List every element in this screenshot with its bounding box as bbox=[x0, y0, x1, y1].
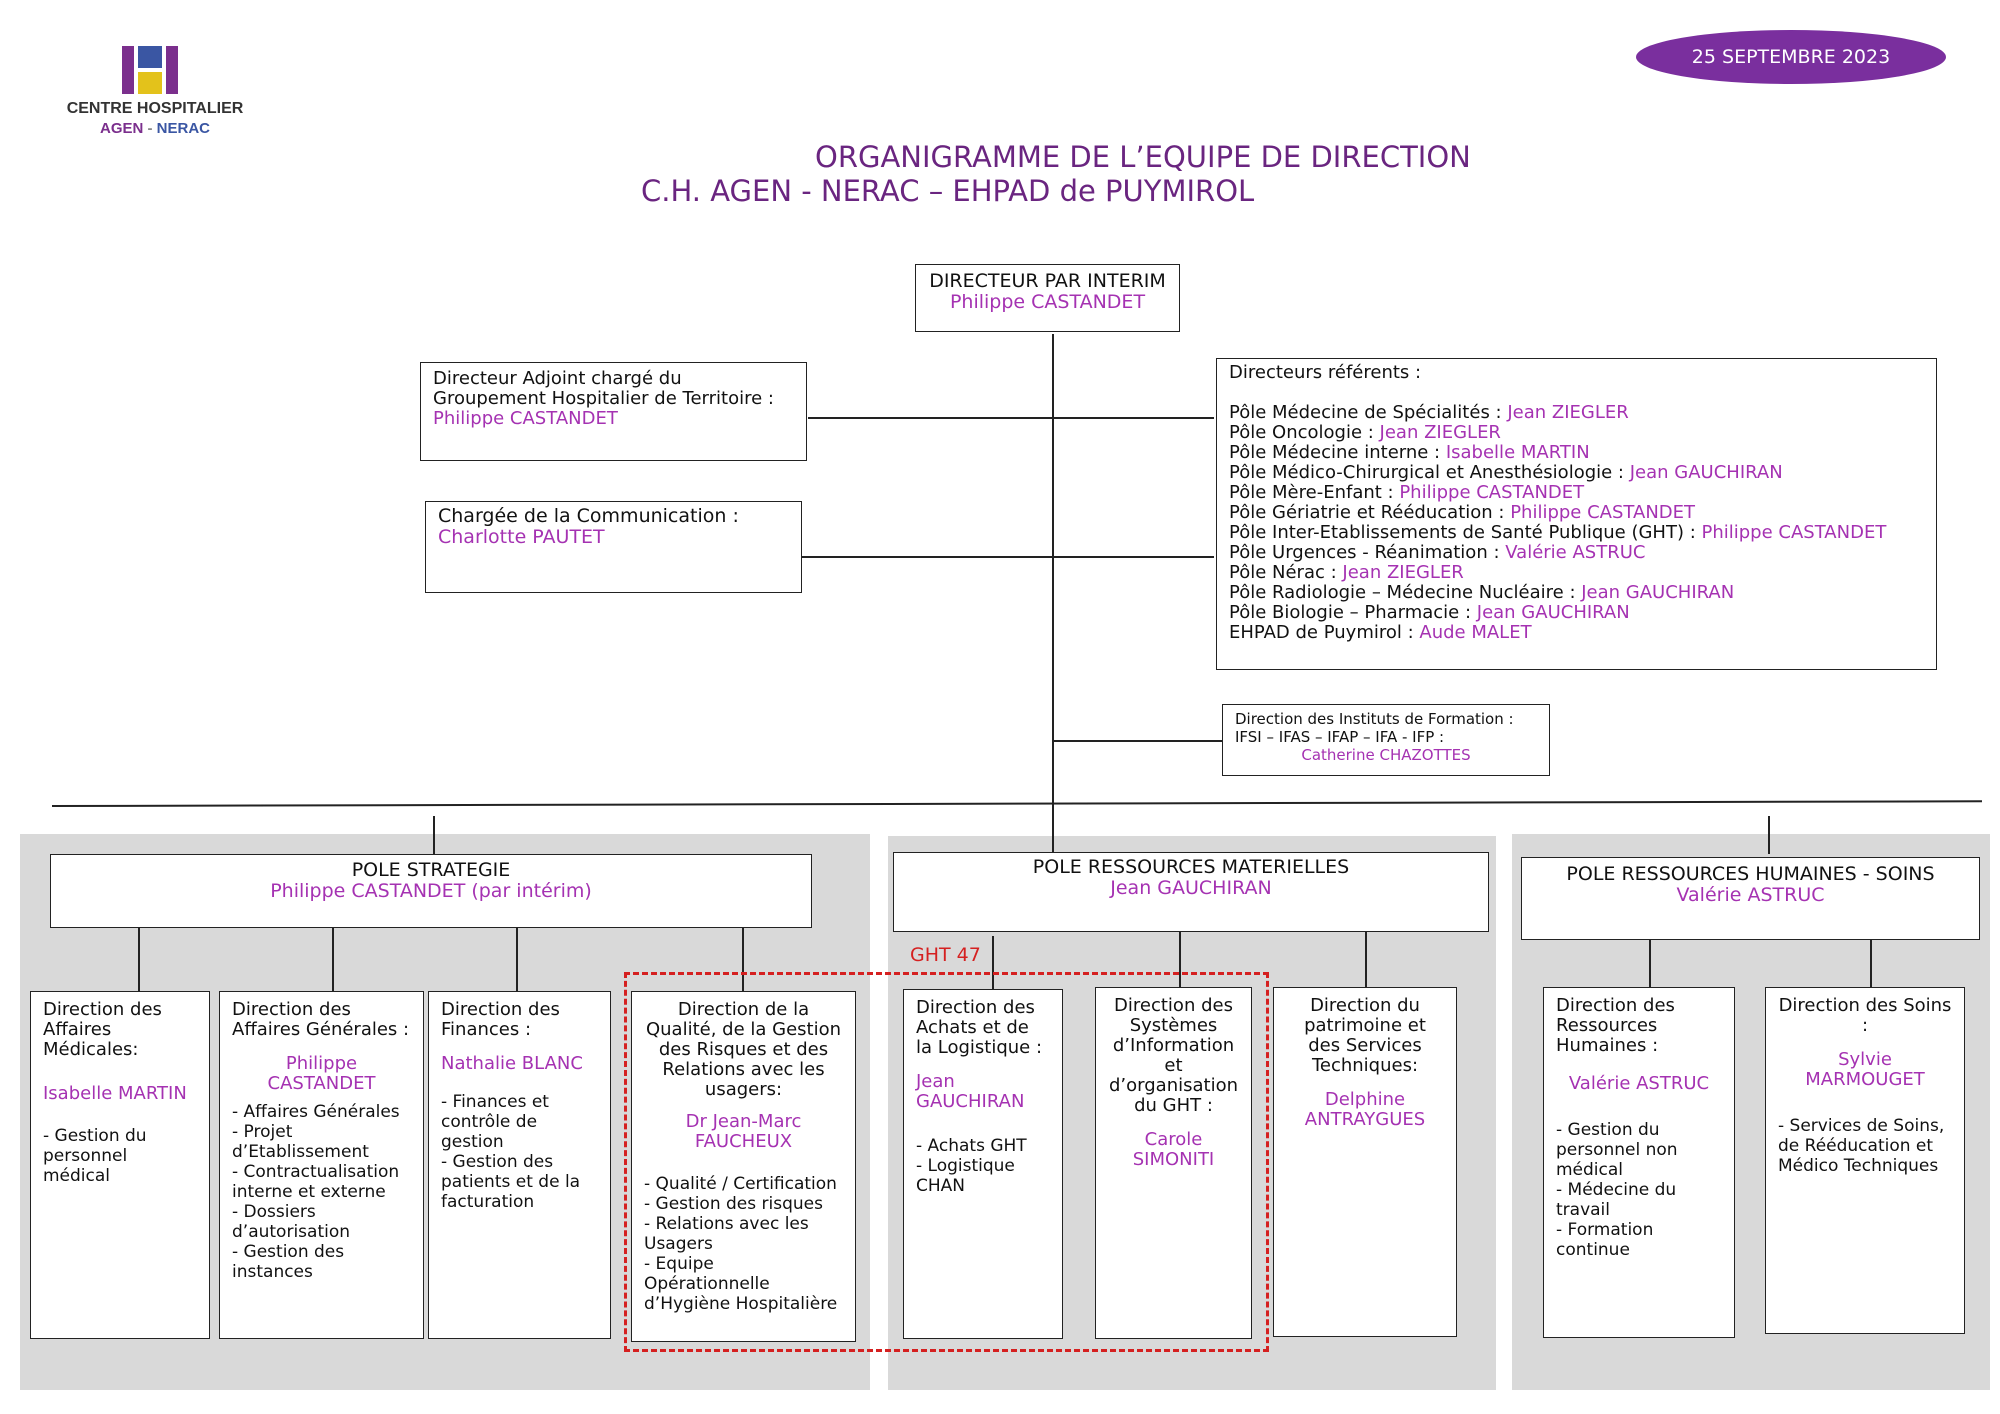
link-qualite bbox=[742, 927, 744, 993]
direction-head: Delphine ANTRAYGUES bbox=[1304, 1089, 1426, 1130]
referent-item: Pôle Gériatrie et Rééducation : Philippe… bbox=[1229, 502, 1696, 523]
referent-item: Pôle Nérac : Jean ZIEGLER bbox=[1229, 562, 1464, 583]
direction-soins: Direction des Soins : Sylvie MARMOUGET -… bbox=[1765, 987, 1965, 1334]
trunk-line bbox=[1052, 334, 1054, 852]
direction-missions: - Affaires Générales - Projet d’Etabliss… bbox=[232, 1102, 400, 1282]
direction-head: Philippe CASTANDET bbox=[267, 1053, 376, 1094]
direction-head: Sylvie MARMOUGET bbox=[1805, 1049, 1925, 1090]
pole-rh-name: Valérie ASTRUC bbox=[1676, 884, 1825, 906]
direction-missions: - Gestion du personnel non médical - Méd… bbox=[1556, 1120, 1678, 1260]
direction-affaires-generales: Direction des Affaires Générales : Phili… bbox=[219, 991, 424, 1339]
direction-achats: Direction des Achats et de la Logistique… bbox=[903, 989, 1063, 1339]
direction-head: Dr Jean-Marc FAUCHEUX bbox=[685, 1111, 802, 1152]
referents-heading: Directeurs référents : bbox=[1229, 362, 1422, 383]
pole-rh-title: POLE RESSOURCES HUMAINES - SOINS bbox=[1566, 863, 1935, 885]
direction-head: Nathalie BLANC bbox=[441, 1053, 583, 1074]
instituts-schools: IFSI – IFAS – IFAP – IFA - IFP : bbox=[1235, 728, 1445, 746]
ght47-highlight bbox=[624, 972, 1269, 1352]
link-affaires-generales bbox=[332, 927, 334, 993]
pole-strategie-box: POLE STRATEGIE Philippe CASTANDET (par i… bbox=[50, 854, 812, 928]
pole-materielles-name: Jean GAUCHIRAN bbox=[1110, 877, 1272, 899]
logo-subtext: AGEN - NERAC bbox=[99, 120, 211, 137]
direction-head: Jean GAUCHIRAN bbox=[916, 1071, 1025, 1112]
referent-item: Pôle Mère-Enfant : Philippe CASTANDET bbox=[1229, 482, 1585, 503]
referent-item: Pôle Urgences - Réanimation : Valérie AS… bbox=[1229, 542, 1646, 563]
direction-rh: Direction des Ressources Humaines : Valé… bbox=[1543, 987, 1735, 1338]
director-box: DIRECTEUR PAR INTERIM Philippe CASTANDET bbox=[915, 264, 1180, 332]
direction-head: Carole SIMONITI bbox=[1132, 1129, 1215, 1170]
branch-adjoint bbox=[808, 417, 1214, 419]
logo-mark bbox=[122, 46, 178, 94]
link-affaires-medicales bbox=[138, 927, 140, 993]
referent-item: Pôle Biologie – Pharmacie : Jean GAUCHIR… bbox=[1229, 602, 1630, 623]
pole-materielles-title: POLE RESSOURCES MATERIELLES bbox=[1032, 856, 1350, 878]
direction-title: Direction des Soins : bbox=[1778, 995, 1952, 1036]
communication-name: Charlotte PAUTET bbox=[438, 526, 605, 548]
direction-systemes: Direction des Systèmes d’Information et … bbox=[1095, 987, 1252, 1339]
hospital-logo: CENTRE HOSPITALIER AGEN - NERAC bbox=[60, 46, 250, 142]
communication-label: Chargée de la Communication : bbox=[438, 505, 739, 527]
drop-strategie bbox=[433, 816, 435, 854]
direction-missions: - Gestion du personnel médical bbox=[43, 1126, 147, 1186]
referent-item: Pôle Médecine interne : Isabelle MARTIN bbox=[1229, 442, 1590, 463]
direction-missions: - Qualité / Certification - Gestion des … bbox=[644, 1174, 838, 1314]
direction-missions: - Achats GHT - Logistique CHAN bbox=[916, 1136, 1027, 1196]
referent-item: EHPAD de Puymirol : Aude MALET bbox=[1229, 622, 1532, 643]
link-soins bbox=[1870, 940, 1872, 990]
pole-connector-line bbox=[51, 800, 1982, 807]
ght47-label: GHT 47 bbox=[910, 944, 981, 966]
referents-list: Pôle Médecine de Spécialités : Jean ZIEG… bbox=[1229, 403, 1924, 643]
direction-title: Direction des Finances : bbox=[441, 999, 560, 1040]
instituts-box: Direction des Instituts de Formation : I… bbox=[1222, 704, 1550, 776]
direction-title: Direction des Systèmes d’Information et … bbox=[1109, 995, 1238, 1116]
instituts-name: Catherine CHAZOTTES bbox=[1301, 746, 1471, 764]
link-systemes bbox=[1179, 932, 1181, 990]
direction-patrimoine: Direction du patrimoine et des Services … bbox=[1273, 987, 1457, 1337]
direction-qualite: Direction de la Qualité, de la Gestion d… bbox=[631, 991, 856, 1342]
communication-box: Chargée de la Communication : Charlotte … bbox=[425, 501, 802, 593]
pole-strategie-name: Philippe CASTANDET (par intérim) bbox=[270, 880, 592, 902]
referent-item: Pôle Inter-Etablissements de Santé Publi… bbox=[1229, 522, 1887, 543]
direction-head: Isabelle MARTIN bbox=[43, 1083, 187, 1104]
adjoint-label: Directeur Adjoint chargé du Groupement H… bbox=[433, 368, 774, 409]
page-title: ORGANIGRAMME DE L’EQUIPE DE DIRECTION bbox=[815, 140, 1471, 174]
pole-strategie-title: POLE STRATEGIE bbox=[351, 859, 511, 881]
logo-text: CENTRE HOSPITALIER bbox=[66, 100, 244, 117]
instituts-label: Direction des Instituts de Formation : bbox=[1235, 710, 1514, 728]
referent-item: Pôle Médico-Chirurgical et Anesthésiolog… bbox=[1229, 462, 1783, 483]
date-text: 25 SEPTEMBRE 2023 bbox=[1691, 46, 1891, 68]
link-finances bbox=[516, 927, 518, 993]
branch-communication bbox=[800, 556, 1214, 558]
referent-item: Pôle Radiologie – Médecine Nucléaire : J… bbox=[1229, 582, 1735, 603]
adjoint-name: Philippe CASTANDET bbox=[433, 408, 618, 429]
direction-title: Direction des Ressources Humaines : bbox=[1556, 995, 1675, 1056]
direction-missions: - Finances et contrôle de gestion - Gest… bbox=[441, 1092, 581, 1212]
pole-materielles-box: POLE RESSOURCES MATERIELLES Jean GAUCHIR… bbox=[893, 852, 1489, 932]
director-name: Philippe CASTANDET bbox=[949, 291, 1146, 313]
referents-box: Directeurs référents : Pôle Médecine de … bbox=[1216, 358, 1937, 670]
adjoint-box: Directeur Adjoint chargé du Groupement H… bbox=[420, 362, 807, 461]
branch-instituts bbox=[1052, 740, 1222, 742]
direction-missions: - Services de Soins, de Rééducation et M… bbox=[1778, 1116, 1945, 1176]
referent-item: Pôle Oncologie : Jean ZIEGLER bbox=[1229, 422, 1501, 443]
page-subtitle: C.H. AGEN - NERAC – EHPAD de PUYMIROL bbox=[641, 174, 1255, 208]
direction-title: Direction des Affaires Générales : bbox=[232, 999, 410, 1040]
link-patrimoine bbox=[1365, 932, 1367, 988]
direction-affaires-medicales: Direction des Affaires Médicales: Isabel… bbox=[30, 991, 210, 1339]
referent-item: Pôle Médecine de Spécialités : Jean ZIEG… bbox=[1229, 402, 1629, 423]
direction-title: Direction des Affaires Médicales: bbox=[43, 999, 162, 1060]
director-label: DIRECTEUR PAR INTERIM bbox=[929, 270, 1166, 292]
direction-title: Direction de la Qualité, de la Gestion d… bbox=[645, 999, 842, 1100]
drop-rh bbox=[1768, 816, 1770, 854]
direction-title: Direction des Achats et de la Logistique… bbox=[916, 997, 1043, 1058]
direction-title: Direction du patrimoine et des Services … bbox=[1304, 995, 1426, 1076]
link-achats bbox=[992, 936, 994, 992]
link-rh bbox=[1649, 940, 1651, 990]
direction-finances: Direction des Finances : Nathalie BLANC … bbox=[428, 991, 611, 1339]
pole-rh-box: POLE RESSOURCES HUMAINES - SOINS Valérie… bbox=[1521, 857, 1980, 940]
date-badge: 25 SEPTEMBRE 2023 bbox=[1636, 30, 1946, 84]
direction-head: Valérie ASTRUC bbox=[1568, 1073, 1710, 1094]
